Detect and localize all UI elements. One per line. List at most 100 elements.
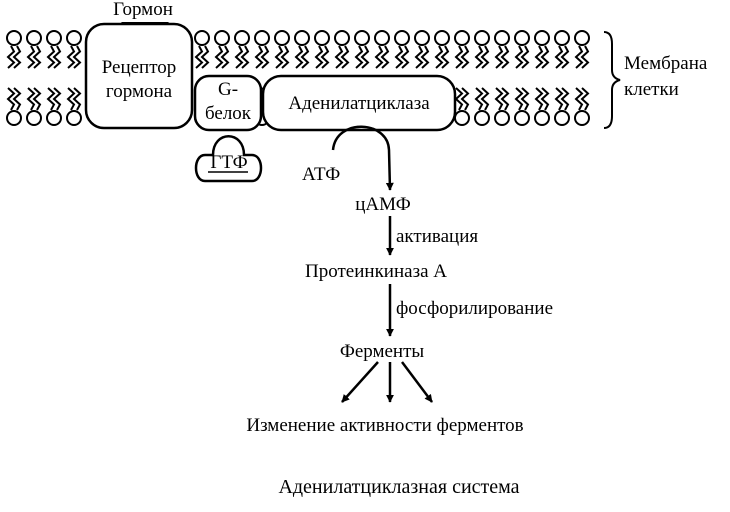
hormone-label: Гормон	[113, 0, 173, 20]
lipid-tail	[560, 45, 570, 69]
lipid-head	[374, 30, 390, 46]
lipid-tail	[554, 87, 564, 111]
lipid-head	[394, 30, 410, 46]
lipid-head	[454, 110, 470, 126]
lipid-tail	[520, 45, 530, 69]
lipid-tail	[254, 45, 264, 69]
lipid-head	[46, 30, 62, 46]
lipid-tail	[560, 87, 570, 111]
lipid-tail	[574, 87, 584, 111]
lipid-tail	[340, 45, 350, 69]
activation-label: активация	[396, 226, 479, 247]
lipid-tail	[460, 87, 470, 111]
membrane-bracket	[603, 31, 621, 129]
adenylate-cyclase-label: Аденилатциклаза	[288, 93, 430, 114]
lipid-head	[254, 30, 270, 46]
lipid-tail	[460, 45, 470, 69]
lipid-tail	[520, 87, 530, 111]
lipid-tail	[474, 87, 484, 111]
lipid-head	[46, 110, 62, 126]
lipid-head	[334, 30, 350, 46]
lipid-tail	[32, 87, 42, 111]
lipid-head	[274, 30, 290, 46]
lipid-tail	[534, 87, 544, 111]
lipid-tail	[26, 45, 36, 69]
atp-to-camp-arrow	[331, 125, 394, 191]
lipid-head	[474, 110, 490, 126]
lipid-tail	[274, 45, 284, 69]
lipid-tail	[420, 45, 430, 69]
lipid-head	[26, 110, 42, 126]
lipid-head	[66, 30, 82, 46]
lipid-tail	[280, 45, 290, 69]
lipid-tail	[494, 87, 504, 111]
lipid-head	[494, 110, 510, 126]
receptor-box	[84, 22, 194, 130]
lipid-tail	[66, 87, 76, 111]
lipid-head	[574, 30, 590, 46]
result-arrow-right	[401, 361, 433, 403]
lipid-tail	[66, 45, 76, 69]
lipid-head	[554, 110, 570, 126]
lipid-tail	[52, 87, 62, 111]
lipid-head	[26, 30, 42, 46]
atp-label: АТФ	[302, 164, 341, 185]
lipid-tail	[72, 45, 82, 69]
receptor-label-2: гормона	[105, 81, 173, 102]
lipid-tail	[260, 45, 270, 69]
g-protein-label-1: G-	[217, 79, 239, 100]
lipid-tail	[6, 87, 16, 111]
lipid-tail	[480, 45, 490, 69]
protein-kinase-label: Протеинкиназа А	[305, 261, 447, 282]
g-protein-label-2: белок	[204, 103, 252, 124]
lipid-tail	[580, 87, 590, 111]
lipid-head	[194, 30, 210, 46]
lipid-tail	[414, 45, 424, 69]
lipid-tail	[320, 45, 330, 69]
lipid-head	[314, 30, 330, 46]
lipid-head	[234, 30, 250, 46]
lipid-tail	[194, 45, 204, 69]
lipid-tail	[12, 45, 22, 69]
lipid-tail	[214, 45, 224, 69]
lipid-head	[6, 30, 22, 46]
lipid-head	[554, 30, 570, 46]
lipid-tail	[46, 45, 56, 69]
adenylate-cyclase-box	[261, 74, 457, 132]
lipid-tail	[32, 45, 42, 69]
lipid-head	[354, 30, 370, 46]
lipid-head	[534, 110, 550, 126]
lipid-tail	[400, 45, 410, 69]
gtp-label: ГТФ	[210, 152, 248, 173]
lipid-tail	[6, 45, 16, 69]
lipid-tail	[440, 45, 450, 69]
lipid-head	[494, 30, 510, 46]
lipid-tail	[52, 45, 62, 69]
lipid-head	[414, 30, 430, 46]
lipid-tail	[314, 45, 324, 69]
lipid-tail	[394, 45, 404, 69]
lipid-head	[514, 110, 530, 126]
result-label: Изменение активности ферментов	[246, 415, 524, 436]
lipid-tail	[46, 87, 56, 111]
caption: Аденилатциклазная система	[278, 476, 520, 498]
lipid-tail	[494, 45, 504, 69]
lipid-tail	[434, 45, 444, 69]
lipid-tail	[514, 45, 524, 69]
lipid-tail	[480, 87, 490, 111]
lipid-tail	[540, 45, 550, 69]
lipid-head	[514, 30, 530, 46]
lipid-tail	[580, 45, 590, 69]
lipid-tail	[540, 87, 550, 111]
lipid-tail	[454, 45, 464, 69]
lipid-tail	[574, 45, 584, 69]
lipid-head	[534, 30, 550, 46]
lipid-head	[454, 30, 470, 46]
gtp-shape	[194, 135, 263, 183]
receptor-label-1: Рецептор	[101, 57, 177, 78]
lipid-tail	[72, 87, 82, 111]
lipid-tail	[334, 45, 344, 69]
lipid-tail	[200, 45, 210, 69]
lipid-tail	[300, 45, 310, 69]
